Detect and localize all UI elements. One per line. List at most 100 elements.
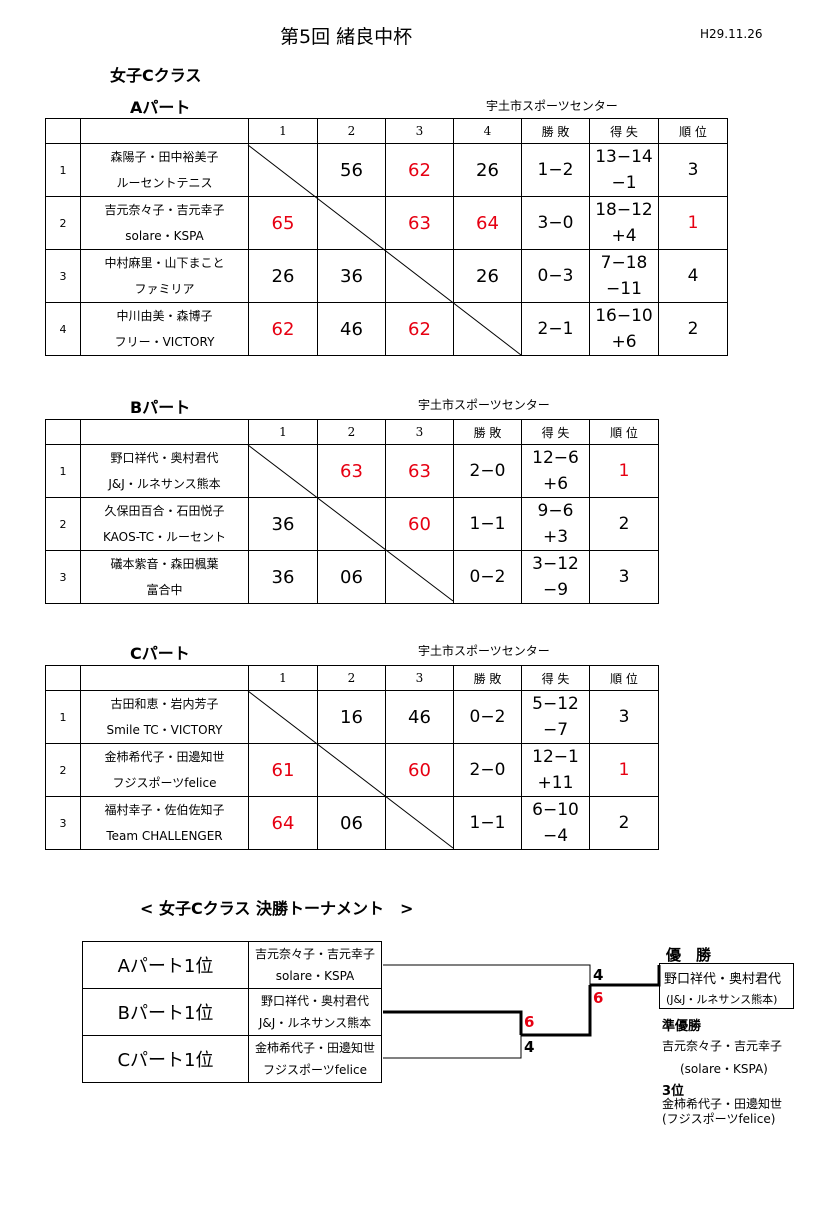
winner-club: (J&J・ルネサンス熊本) [666, 993, 778, 1006]
table-header-row: 1 2 3 4 勝 敗 得 失 順 位 [45, 118, 728, 144]
table-row: 2 金柿希代子・田邊知世フジスポーツfelice 61 60 2−0 12−1+… [45, 743, 659, 797]
tournament-title: < 女子Cクラス 決勝トーナメント > [140, 899, 414, 918]
table-row: 1 森陽子・田中裕美子ルーセントテニス 56 62 26 1−2 13−14−1… [45, 143, 728, 197]
row-number: 3 [45, 796, 81, 850]
points-value: 12−1 [532, 747, 579, 767]
header-col-1: 1 [248, 665, 318, 691]
runner-up-players: 吉元奈々子・吉元幸子 [662, 1039, 783, 1053]
rank-cell: 1 [589, 444, 659, 498]
part-c-label: Cパート [130, 644, 190, 663]
score-cell-win: 63 [385, 196, 454, 250]
score-cell: 16 [317, 690, 386, 744]
runner-up-club: (solare・KSPA) [680, 1062, 768, 1076]
header-cell-blank [45, 118, 81, 144]
score-cell: 46 [385, 690, 454, 744]
header-cell-blank [80, 118, 249, 144]
score-cell-self [248, 690, 318, 744]
header-points: 得 失 [521, 419, 590, 445]
row-number: 1 [45, 143, 81, 197]
player-names: 中村麻里・山下まこと [104, 256, 225, 270]
seed-club: J&J・ルネサンス熊本 [258, 1016, 372, 1030]
points-diff: −11 [606, 279, 642, 299]
club-name: J&J・ルネサンス熊本 [108, 477, 221, 491]
points-diff: +11 [537, 773, 574, 793]
points-cell: 7−18−11 [589, 249, 659, 303]
final-score-bottom: 6 [593, 989, 604, 1007]
table-row: 3 礒本紫音・森田楓葉富合中 36 06 0−2 3−12−9 3 [45, 550, 659, 604]
player-cell: 古田和恵・岩内芳子 Smile TC・VICTORY [80, 690, 249, 744]
player-names: 吉元奈々子・吉元幸子 [104, 203, 225, 217]
score-cell-self [317, 743, 386, 797]
points-diff: +6 [542, 474, 569, 494]
seed-label: Aパート1位 [82, 941, 249, 989]
club-name: Team CHALLENGER [106, 829, 223, 843]
header-col-3: 3 [385, 419, 454, 445]
win-loss-cell: 0−2 [453, 550, 522, 604]
winner-label: 優 勝 [666, 946, 712, 964]
win-loss-cell: 1−1 [453, 796, 522, 850]
third-label: 3位 [662, 1084, 685, 1099]
score-cell: 26 [248, 249, 318, 303]
header-col-2: 2 [317, 665, 386, 691]
row-number: 1 [45, 690, 81, 744]
score-cell: 06 [317, 550, 386, 604]
semi-score-b: 6 [524, 1013, 535, 1031]
score-cell-win: 65 [248, 196, 318, 250]
points-diff: +6 [611, 332, 637, 352]
seed-label: Bパート1位 [82, 988, 249, 1036]
player-names: 中川由美・森博子 [116, 309, 213, 323]
part-a-venue: 宇土市スポーツセンター [486, 99, 618, 113]
header-cell-blank [45, 665, 81, 691]
points-diff: −1 [611, 173, 637, 193]
header-cell-blank [80, 419, 249, 445]
club-name: フジスポーツfelice [112, 776, 217, 790]
points-cell: 6−10−4 [521, 796, 590, 850]
club-name: Smile TC・VICTORY [106, 723, 223, 737]
header-col-3: 3 [385, 118, 454, 144]
rank-cell: 1 [589, 743, 659, 797]
player-cell: 中川由美・森博子フリー・VICTORY [80, 302, 249, 356]
header-win-loss: 勝 敗 [521, 118, 590, 144]
points-cell: 16−10 +6 [589, 302, 659, 356]
event-date: H29.11.26 [700, 27, 763, 41]
points-value: 16−10 [595, 306, 653, 326]
runner-up-label: 準優勝 [662, 1019, 702, 1034]
header-cell-blank [45, 419, 81, 445]
rank-cell: 4 [658, 249, 728, 303]
score-cell-win: 63 [385, 444, 454, 498]
points-diff: +4 [611, 226, 637, 246]
third-club: (フジスポーツfelice) [662, 1112, 776, 1126]
score-cell-win: 60 [385, 497, 454, 551]
win-loss-cell: 2−0 [453, 444, 522, 498]
part-b-venue: 宇土市スポーツセンター [418, 398, 550, 412]
club-name: 富合中 [146, 583, 183, 597]
seed-players: 金柿希代子・田邊知世 [254, 1041, 375, 1055]
header-rank: 順 位 [589, 419, 659, 445]
score-cell: 46 [317, 302, 386, 356]
score-cell-win: 62 [385, 143, 454, 197]
points-value: 18−12 [595, 200, 653, 220]
player-names: 古田和恵・岩内芳子 [110, 697, 219, 711]
points-value: 6−10 [532, 800, 579, 820]
player-names: 森陽子・田中裕美子 [110, 150, 219, 164]
player-cell: 金柿希代子・田邊知世フジスポーツfelice [80, 743, 249, 797]
points-diff: −9 [542, 580, 569, 600]
rank-cell: 2 [589, 497, 659, 551]
score-cell-win: 60 [385, 743, 454, 797]
header-points: 得 失 [521, 665, 590, 691]
win-loss-cell: 1−1 [453, 497, 522, 551]
row-number: 2 [45, 196, 81, 250]
club-name: ファミリア [134, 282, 195, 296]
winner-players: 野口祥代・奥村君代 [664, 972, 782, 987]
win-loss-cell: 0−2 [453, 690, 522, 744]
